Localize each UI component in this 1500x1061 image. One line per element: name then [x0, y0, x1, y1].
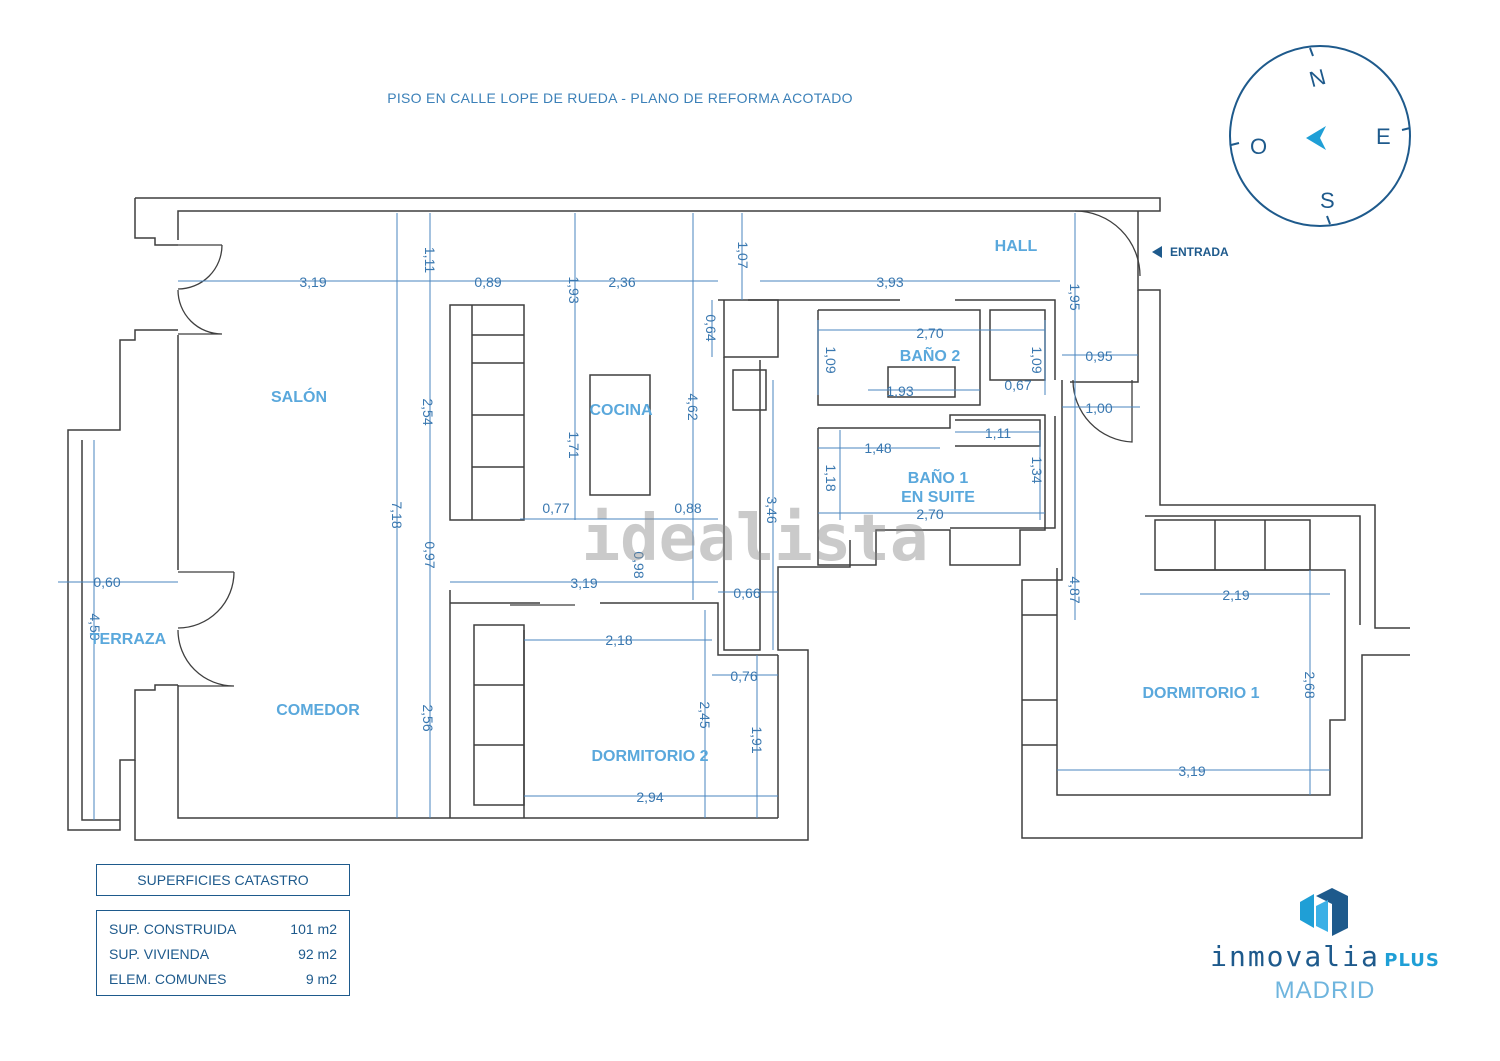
surface-row: SUP. VIVIENDA 92 m2: [109, 942, 337, 967]
dim-2-45: 2,45: [697, 701, 713, 728]
dim-2-36: 2,36: [608, 274, 635, 290]
dim-1-09-b: 1,09: [1029, 346, 1045, 373]
brand-city: MADRID: [1274, 977, 1376, 1004]
dim-0-89: 0,89: [474, 274, 501, 290]
dim-4-62: 4,62: [685, 393, 701, 420]
surfaces-header: SUPERFICIES CATASTRO: [96, 864, 350, 896]
dim-2-18: 2,18: [605, 632, 632, 648]
dim-1-09-a: 1,09: [823, 346, 839, 373]
dim-2-54: 2,54: [420, 398, 436, 425]
surface-value: 101 m2: [290, 921, 337, 937]
dim-1-18: 1,18: [823, 464, 839, 491]
dim-1-93-v: 1,93: [566, 276, 582, 303]
dim-2-19: 2,19: [1222, 587, 1249, 603]
dim-0-98: 0,98: [631, 551, 647, 578]
dim-0-64: 0,64: [703, 314, 719, 341]
surface-value: 9 m2: [305, 971, 337, 987]
brand-name: inmovalia: [1210, 940, 1380, 973]
dim-3-19-mid: 3,19: [570, 575, 597, 591]
dim-3-93: 3,93: [876, 274, 903, 290]
dim-1-34: 1,34: [1029, 456, 1045, 483]
surface-row: ELEM. COMUNES 9 m2: [109, 967, 337, 992]
surfaces-table: SUP. CONSTRUIDA 101 m2 SUP. VIVIENDA 92 …: [96, 910, 350, 996]
doors: [177, 210, 1141, 687]
room-dormitorio2: DORMITORIO 2: [591, 748, 708, 765]
dim-2-70-b1: 2,70: [916, 506, 943, 522]
dim-3-19-d1: 3,19: [1178, 763, 1205, 779]
room-cocina: COCINA: [589, 402, 653, 419]
compass-e: E: [1376, 124, 1391, 149]
dim-4-87: 4,87: [1067, 576, 1083, 603]
dim-1-91: 1,91: [749, 726, 765, 753]
compass-s: S: [1320, 188, 1335, 213]
dim-1-07: 1,07: [735, 241, 751, 268]
dim-1-11-b1: 1,11: [985, 425, 1011, 441]
dim-0-77: 0,77: [542, 500, 569, 516]
dim-2-68: 2,68: [1302, 671, 1318, 698]
dim-0-97: 0,97: [422, 541, 438, 568]
watermark: idealista: [582, 502, 929, 576]
brand: inmovalia PLUS MADRID: [1190, 940, 1460, 1005]
surface-label: SUP. VIVIENDA: [109, 946, 210, 962]
compass-arrow-icon: [1306, 126, 1326, 150]
dim-4-50: 4,50: [87, 613, 103, 640]
compass-n: N: [1307, 64, 1329, 92]
brand-plus: PLUS: [1384, 950, 1440, 971]
room-terraza: TERRAZA: [90, 631, 167, 648]
dim-1-11-left: 1,11: [422, 247, 438, 273]
dim-3-46: 3,46: [764, 496, 780, 523]
room-salon: SALÓN: [271, 387, 327, 406]
dim-2-70-top: 2,70: [916, 325, 943, 341]
brand-logo-icon: [1300, 888, 1348, 936]
walls: [67, 197, 1410, 841]
dimension-labels: 3,19 0,89 2,36 3,93 1,11 1,93 1,07 1,95 …: [87, 241, 1318, 805]
dim-0-95: 0,95: [1085, 348, 1112, 364]
dim-0-66: 0,66: [733, 585, 760, 601]
dim-0-67: 0,67: [1004, 377, 1031, 393]
room-hall: HALL: [995, 238, 1038, 255]
room-labels: HALL SALÓN COCINA BAÑO 2 BAÑO 1 EN SUITE…: [90, 238, 1260, 765]
surface-label: SUP. CONSTRUIDA: [109, 921, 237, 937]
dim-3-19-top: 3,19: [299, 274, 326, 290]
room-bano1-line2: EN SUITE: [901, 489, 975, 506]
compass: [1229, 45, 1411, 227]
surface-label: ELEM. COMUNES: [109, 971, 227, 987]
entrance-label: ENTRADA: [1170, 245, 1229, 259]
dim-1-95: 1,95: [1067, 283, 1083, 310]
plan-title: PISO EN CALLE LOPE DE RUEDA - PLANO DE R…: [387, 90, 853, 106]
room-bano1-line1: BAÑO 1: [908, 467, 969, 487]
compass-o: O: [1250, 134, 1267, 159]
dim-0-76: 0,76: [730, 668, 757, 684]
dim-1-71: 1,71: [566, 431, 582, 458]
dim-0-88: 0,88: [674, 500, 701, 516]
room-comedor: COMEDOR: [276, 702, 360, 719]
dim-7-18: 7,18: [389, 501, 405, 528]
surface-row: SUP. CONSTRUIDA 101 m2: [109, 917, 337, 942]
surface-value: 92 m2: [298, 946, 337, 962]
room-bano2: BAÑO 2: [900, 345, 961, 365]
dim-1-48: 1,48: [864, 440, 891, 456]
dimension-lines: [58, 213, 1330, 820]
room-dormitorio1: DORMITORIO 1: [1142, 685, 1259, 702]
dim-1-93-h: 1,93: [886, 383, 913, 399]
dim-2-94: 2,94: [636, 789, 663, 805]
dim-1-00: 1,00: [1085, 400, 1112, 416]
entrance-arrow-icon: [1152, 246, 1162, 258]
dim-2-56: 2,56: [420, 704, 436, 731]
dim-0-60: 0,60: [93, 574, 120, 590]
